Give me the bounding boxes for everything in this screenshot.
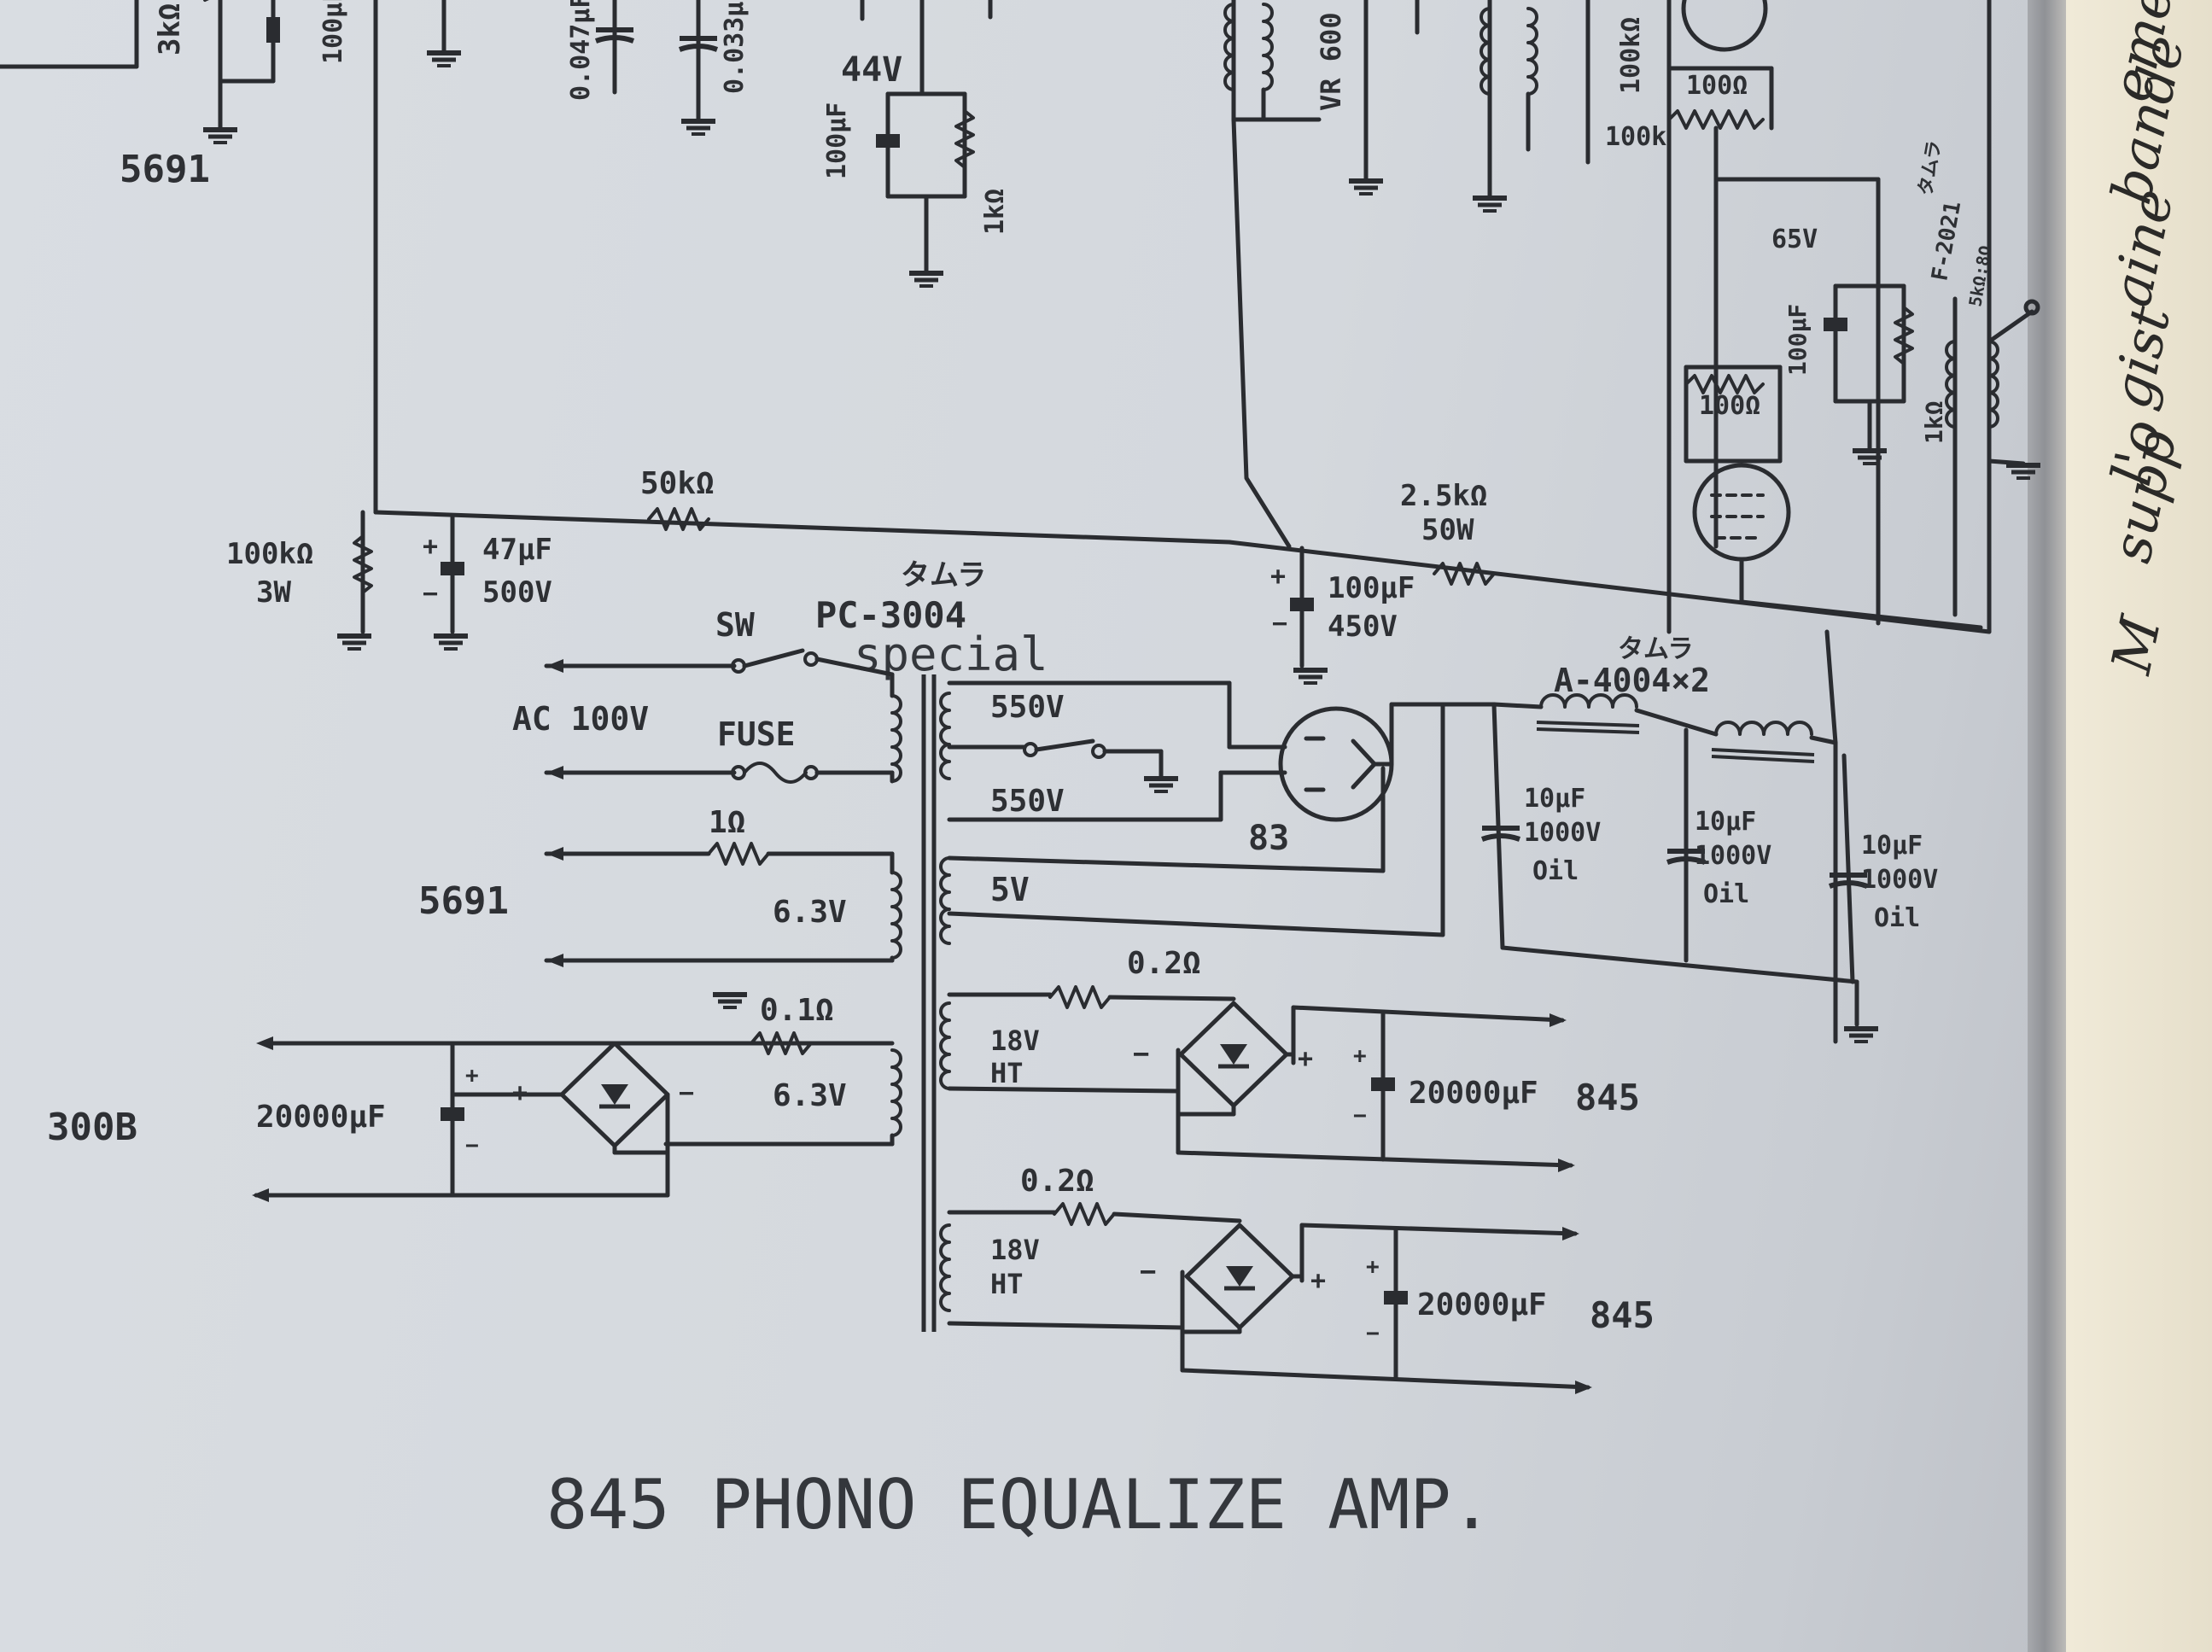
power-transformer: タムラ PC-3004 special SW AC 100V FUSE [47, 558, 1497, 1332]
label-65v: 65V [1771, 225, 1818, 254]
label-100uf-65: 100μF [1783, 304, 1812, 376]
tube-5691-top: 5691 [120, 148, 210, 191]
label-50k: 50kΩ [640, 466, 715, 501]
label-1k-44: 1kΩ [980, 189, 1010, 235]
label-ac100v: AC 100V [512, 700, 649, 738]
label-100-top: 100Ω [1686, 71, 1748, 101]
label-1000v-c: 1000V [1861, 865, 1938, 895]
label-25k: 2.5kΩ [1400, 479, 1487, 513]
facing-page-word: M [2100, 610, 2174, 680]
plus-sign: + [1270, 562, 1286, 592]
label-oil-c: Oil [1874, 903, 1920, 933]
filament-supply-845-b: 0.2Ω 18V HT − + + − 20000μF 845 [939, 1164, 1655, 1390]
b-plus-rail: 50kΩ 2.5kΩ 50W 100kΩ 3W + − 47μF 500V + … [226, 117, 1992, 683]
label-100uf-top: 100μF [318, 0, 348, 64]
facing-page-word: gist [2100, 301, 2184, 415]
schematic-diagram: 3kΩ 100μF 5691 0.047μF 0.033μ 44V [0, 0, 2049, 1544]
label-ht-b: HT [990, 1268, 1024, 1300]
label-50w: 50W [1421, 513, 1474, 547]
label-100-mid: 100Ω [1699, 391, 1760, 421]
label-450v: 450V [1328, 610, 1398, 644]
label-63v-b: 6.3V [773, 1078, 847, 1113]
minus-sign: − [1140, 1255, 1156, 1287]
label-02ohm-b: 0.2Ω [1020, 1164, 1094, 1199]
plus-sign: + [465, 1063, 479, 1089]
label-100k-left: 100kΩ [1616, 17, 1646, 94]
label-1000v-a: 1000V [1524, 818, 1601, 848]
minus-sign: − [1133, 1037, 1149, 1070]
top-stage-circuits: 3kΩ 100μF 5691 0.047μF 0.033μ 44V [0, 0, 2040, 634]
label-choke-jp: タムラ [1618, 634, 1694, 664]
minus-sign: − [1353, 1103, 1367, 1129]
label-20000uf-b: 20000μF [1417, 1287, 1547, 1322]
tube-845-a: 845 [1575, 1077, 1640, 1118]
label-10uf-b: 10μF [1695, 807, 1756, 837]
lead-arrows [252, 659, 1592, 1394]
book-gutter [2028, 0, 2070, 1652]
label-1000v-b: 1000V [1695, 841, 1771, 871]
label-vr600: VR 600 [1315, 12, 1347, 111]
facing-page-word: aine [2100, 184, 2187, 312]
minus-sign: − [679, 1078, 694, 1108]
label-44v: 44V [841, 50, 902, 90]
minus-sign: − [423, 579, 438, 609]
label-10uf-c: 10μF [1861, 831, 1923, 861]
label-550v-a: 550V [990, 690, 1065, 725]
plus-sign: + [1310, 1266, 1326, 1296]
label-pt-jp: タムラ [901, 558, 986, 593]
minus-sign: − [1272, 609, 1287, 639]
filament-supply-845-a: 0.2Ω 18V HT − + + − 20000μF 845 [939, 946, 1640, 1168]
label-100uf-450: 100μF [1328, 571, 1415, 605]
tube-5691-pwr: 5691 [418, 879, 509, 923]
output-tube [1692, 463, 1791, 562]
label-ht-a: HT [990, 1057, 1024, 1089]
filter-section: タムラ A-4004×2 10μF 1000V Oil 10μF 1000V O… [1482, 629, 1938, 1042]
label-oil-b: Oil [1703, 879, 1749, 909]
label-oil-a: Oil [1532, 856, 1579, 886]
label-0033: 0.033μ [720, 2, 750, 94]
label-3k: 3kΩ [153, 3, 187, 55]
label-47uf: 47μF [482, 533, 552, 567]
label-83: 83 [1248, 819, 1289, 858]
label-pc3004: PC-3004 [815, 594, 966, 636]
label-f2021-jp: タムラ [1915, 139, 1946, 197]
label-100k-right: 100k [1605, 122, 1666, 152]
plus-sign: + [1298, 1044, 1313, 1074]
label-100k-3w-a: 100kΩ [226, 537, 313, 571]
label-550v-b: 550V [990, 784, 1065, 819]
label-63v-a: 6.3V [773, 895, 847, 930]
label-02ohm-a: 0.2Ω [1127, 946, 1201, 981]
label-5v: 5V [990, 871, 1030, 908]
label-100uf-44: 100μF [822, 102, 852, 179]
minus-sign: − [465, 1133, 479, 1159]
label-18v-b: 18V [990, 1234, 1040, 1266]
label-fuse: FUSE [717, 715, 796, 753]
plus-sign: + [1353, 1043, 1367, 1069]
label-500v: 500V [482, 575, 552, 610]
label-0047: 0.047μF [566, 0, 596, 101]
figure-title: 845 PHONO EQUALIZE AMP. [546, 1465, 1492, 1544]
label-sw: SW [715, 606, 755, 644]
label-20000uf-a: 20000μF [1409, 1076, 1538, 1111]
facing-page: ement bande aine gist l'o supp M [2066, 0, 2212, 1652]
tube-845-b: 845 [1590, 1294, 1655, 1336]
label-a4004: A-4004×2 [1554, 662, 1710, 699]
plus-sign: + [423, 532, 438, 562]
label-20000uf-left: 20000μF [256, 1100, 386, 1135]
plus-sign: + [1366, 1254, 1380, 1280]
label-f2021: F-2021 [1927, 200, 1966, 283]
tube-300b: 300B [47, 1106, 137, 1149]
plus-sign: + [512, 1078, 528, 1108]
label-01ohm: 0.1Ω [760, 993, 834, 1028]
label-18v-a: 18V [990, 1024, 1040, 1057]
label-1k-65: 1kΩ [1920, 400, 1948, 444]
label-10uf-a: 10μF [1524, 784, 1585, 814]
label-1ohm: 1Ω [709, 805, 745, 840]
label-100k-3w-b: 3W [256, 575, 291, 610]
minus-sign: − [1366, 1321, 1380, 1346]
